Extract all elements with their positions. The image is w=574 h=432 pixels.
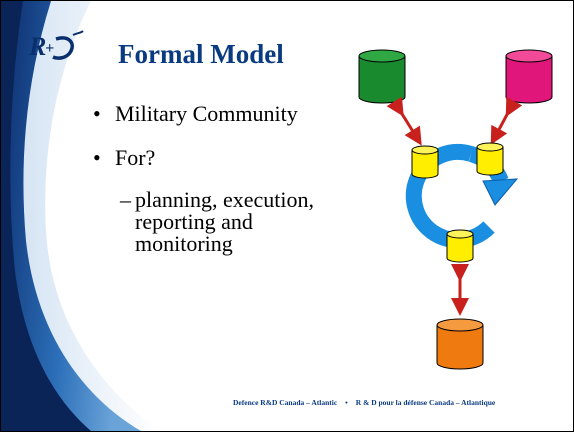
sub-bullet-activities: planning, execution, reporting and monit… — [120, 189, 350, 255]
database-icon-magenta — [505, 49, 553, 104]
database-icon-green — [358, 49, 406, 104]
bullet-for: For? — [93, 145, 363, 171]
footer-separator: • — [345, 398, 348, 407]
bullet-military-community: Military Community — [93, 101, 363, 127]
double-arrow-icon-right — [490, 96, 523, 145]
slide-title: Formal Model — [118, 39, 284, 69]
formal-model-diagram — [358, 49, 553, 370]
footer-french: R & D pour la défense Canada – Atlantiqu… — [355, 398, 496, 407]
database-icon-yellow-left — [411, 145, 439, 179]
bullet-list: Military Community For? planning, execut… — [93, 101, 363, 255]
rd-logo: R + — [28, 29, 89, 70]
double-arrow-icon-left — [386, 96, 422, 146]
footer: Defence R&D Canada – Atlantic • R & D pour… — [233, 398, 495, 407]
database-icon-orange — [436, 318, 484, 370]
svg-text:R: R — [29, 32, 46, 61]
database-icon-yellow-bottom — [446, 229, 474, 263]
svg-text:+: + — [45, 40, 54, 57]
database-icon-yellow-right — [476, 142, 504, 176]
footer-english: Defence R&D Canada – Atlantic — [233, 398, 338, 407]
